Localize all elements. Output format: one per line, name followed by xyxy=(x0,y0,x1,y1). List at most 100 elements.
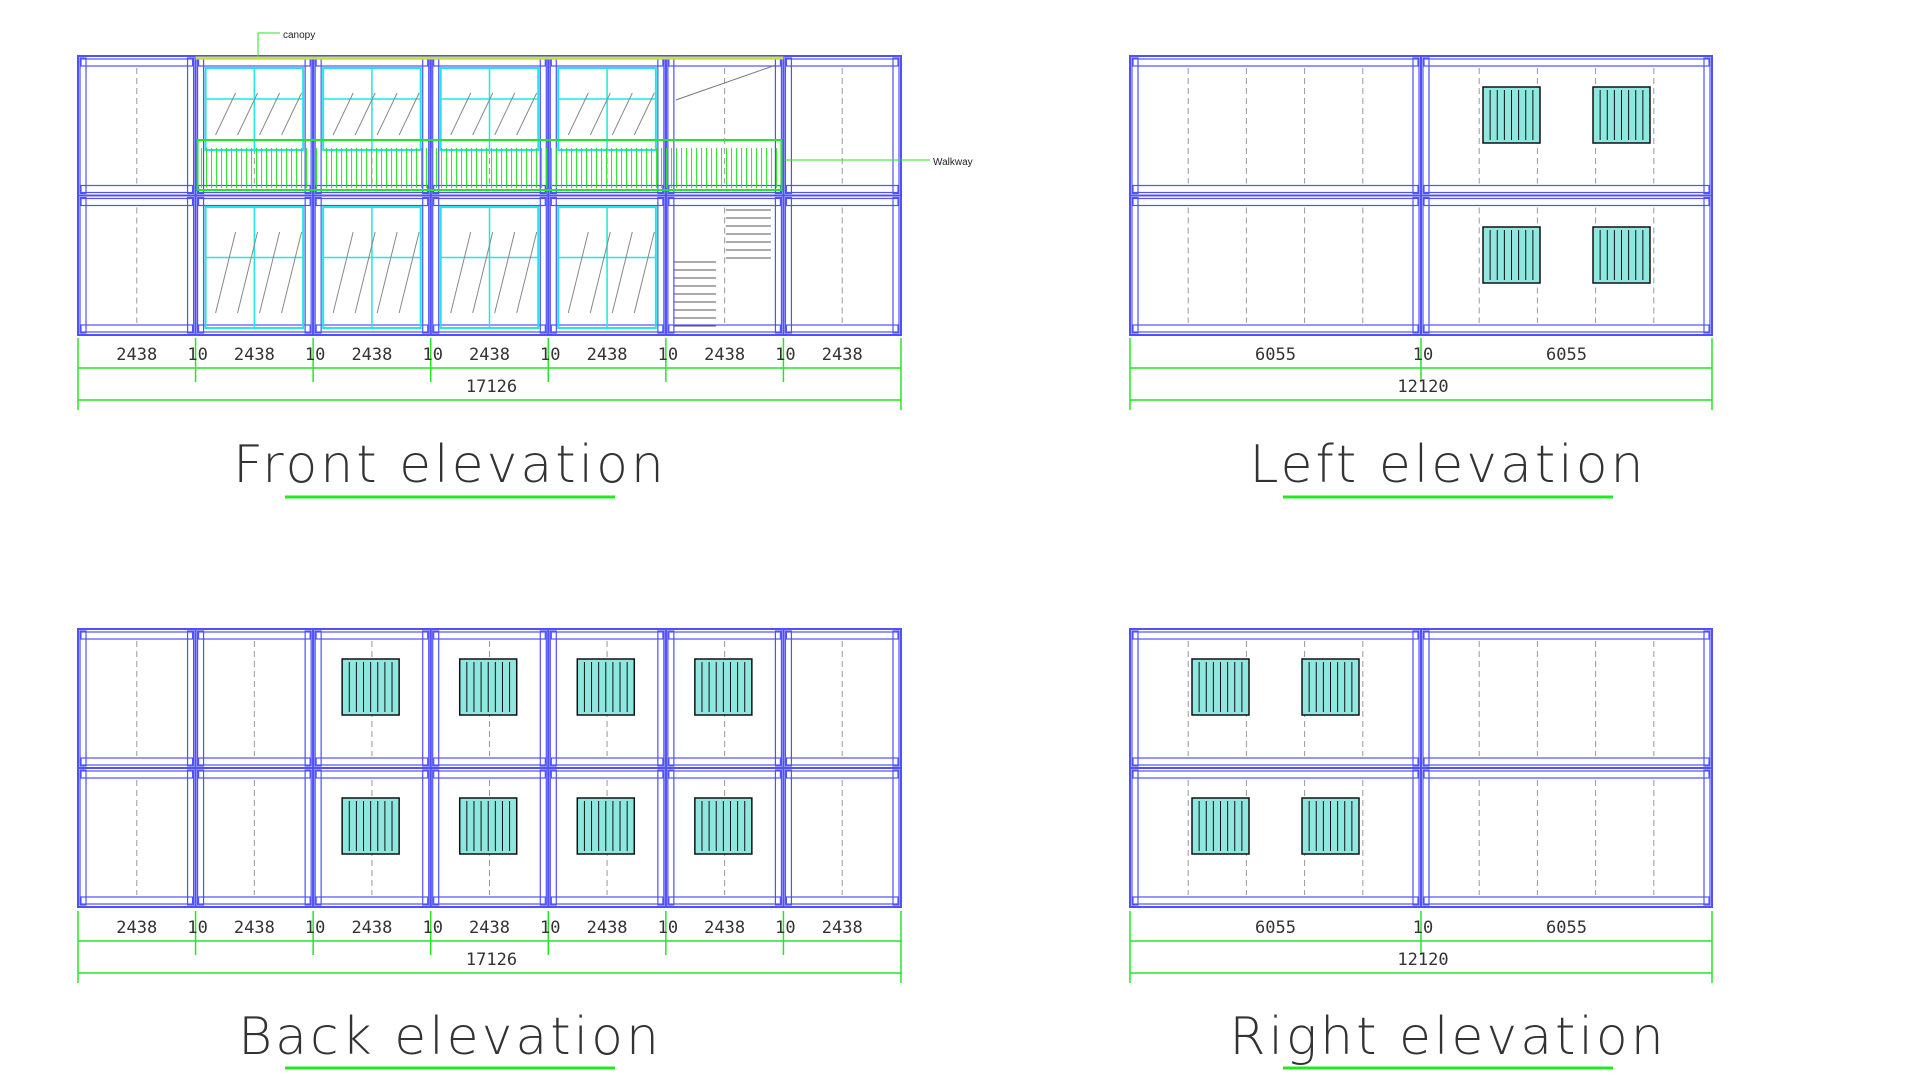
bottom-rail xyxy=(315,757,429,766)
corner-post xyxy=(304,196,312,334)
gap-dimension-label: 10 xyxy=(540,918,560,938)
top-rail xyxy=(1132,770,1419,779)
corner-post xyxy=(186,630,195,767)
walkway-railing xyxy=(196,139,783,191)
glass-hatch xyxy=(516,92,538,136)
container-frame xyxy=(1420,55,1713,197)
glass-hatch xyxy=(589,231,611,314)
top-rail xyxy=(668,631,782,640)
bottom-rail xyxy=(668,324,782,333)
top-rail xyxy=(80,58,194,67)
corner-post xyxy=(549,196,557,334)
gap-dimension-label: 10 xyxy=(1413,345,1433,365)
corner-post xyxy=(784,630,793,767)
walkway-label: Walkway xyxy=(933,157,973,168)
top-rail xyxy=(315,631,429,640)
corner-post xyxy=(1412,769,1420,906)
glass-hatch xyxy=(376,231,398,314)
glass-hatch xyxy=(633,92,655,136)
total-dimension-label: 12120 xyxy=(1397,377,1448,397)
top-rail xyxy=(197,197,311,207)
gap-dimension-label: 10 xyxy=(187,345,207,365)
module-dimension-label: 2438 xyxy=(704,918,745,938)
glass-hatch xyxy=(472,92,494,136)
glass-hatch xyxy=(215,231,237,314)
top-rail xyxy=(197,631,311,640)
corner-post xyxy=(1703,769,1711,906)
container-frame xyxy=(782,767,903,908)
bottom-rail xyxy=(1423,896,1710,905)
corner-post xyxy=(79,769,87,906)
corner-post xyxy=(79,196,87,334)
bottom-rail xyxy=(80,896,194,905)
corner-post xyxy=(539,630,547,767)
container-frame xyxy=(77,767,197,908)
glass-hatch xyxy=(611,231,633,314)
container-frame xyxy=(782,55,903,197)
canopy-label: canopy xyxy=(283,30,315,41)
gap-dimension-label: 10 xyxy=(775,918,795,938)
glass-hatch xyxy=(259,92,281,136)
gap-dimension-label: 10 xyxy=(305,918,325,938)
glass-hatch xyxy=(450,92,472,136)
corner-post xyxy=(304,57,312,195)
top-rail xyxy=(1132,197,1419,207)
corner-post xyxy=(892,57,900,195)
module-dimension-label: 6055 xyxy=(1255,345,1296,365)
glass-hatch xyxy=(633,231,655,314)
bottom-rail xyxy=(668,757,782,766)
glass-hatch xyxy=(281,231,303,314)
bottom-rail xyxy=(433,757,546,766)
corner-post xyxy=(892,769,900,906)
corner-post xyxy=(774,196,783,334)
bottom-rail xyxy=(1132,324,1419,333)
corner-post xyxy=(1131,769,1139,906)
corner-post xyxy=(432,196,440,334)
corner-post xyxy=(784,196,793,334)
module-dimension-label: 2438 xyxy=(234,918,275,938)
module-dimension-label: 2438 xyxy=(587,918,628,938)
corner-post xyxy=(774,769,783,906)
canopy-leader xyxy=(257,32,280,58)
back-elevation-title: Back elevation xyxy=(238,1007,662,1067)
glass-hatch xyxy=(398,231,420,314)
corner-post xyxy=(196,769,205,906)
glass-hatch xyxy=(472,231,494,314)
top-rail xyxy=(197,770,311,779)
bottom-rail xyxy=(1423,324,1710,333)
corner-post xyxy=(657,769,665,906)
corner-post xyxy=(667,196,675,334)
module-dimension-label: 2438 xyxy=(822,345,863,365)
bottom-rail xyxy=(80,757,194,766)
corner-post xyxy=(1412,57,1420,195)
top-rail xyxy=(668,58,782,67)
corner-post xyxy=(196,630,205,767)
module-dimension-label: 2438 xyxy=(822,918,863,938)
container-frame xyxy=(1129,628,1422,769)
top-rail xyxy=(197,58,311,67)
glass-hatch xyxy=(494,231,516,314)
corner-post xyxy=(304,769,312,906)
gap-dimension-label: 10 xyxy=(187,918,207,938)
bottom-rail xyxy=(550,896,664,905)
container-frame xyxy=(194,767,315,908)
top-rail xyxy=(315,197,429,207)
top-rail xyxy=(80,770,194,779)
corner-post xyxy=(186,57,195,195)
corner-post xyxy=(1131,196,1139,334)
glass-hatch xyxy=(332,231,354,314)
corner-post xyxy=(79,57,87,195)
top-rail xyxy=(80,631,194,640)
container-frame xyxy=(77,194,197,336)
bottom-rail xyxy=(785,896,899,905)
corner-post xyxy=(667,769,675,906)
container-frame xyxy=(1129,767,1422,908)
container-frame xyxy=(77,628,197,769)
top-rail xyxy=(1423,197,1710,207)
glass-hatch xyxy=(332,92,354,136)
corner-post xyxy=(432,769,440,906)
gap-dimension-label: 10 xyxy=(775,345,795,365)
module-dimension-label: 6055 xyxy=(1255,918,1296,938)
